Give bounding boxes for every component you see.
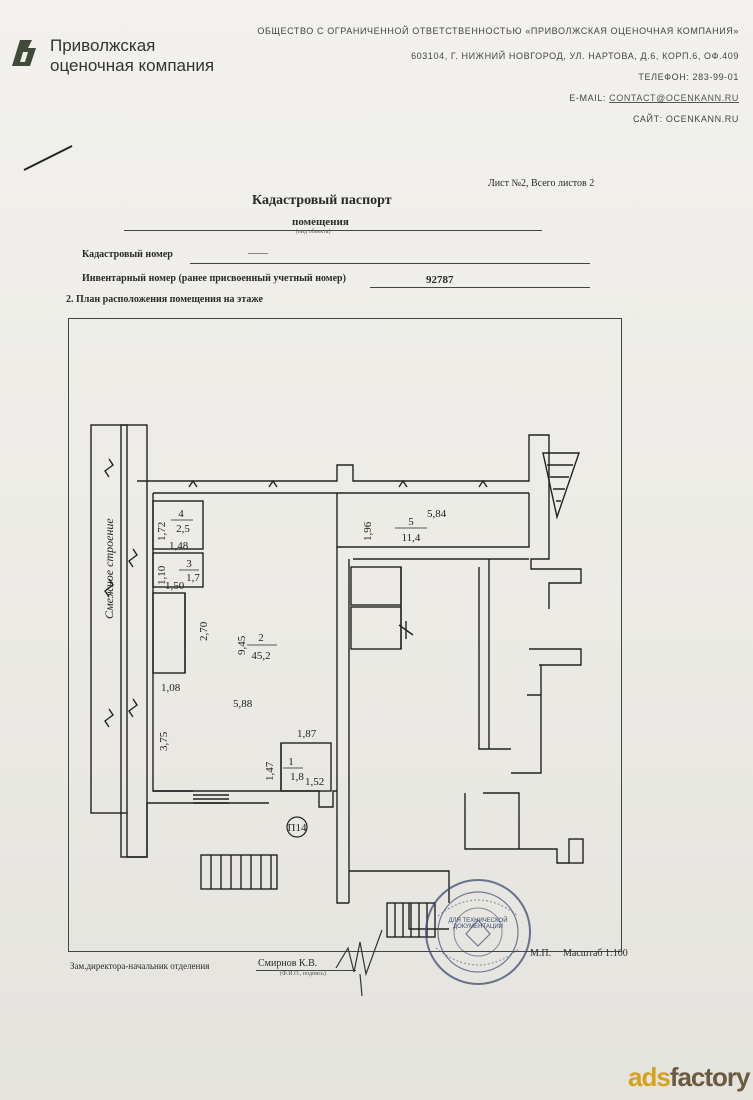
room-4-number: 4 (178, 508, 184, 520)
room-2-area: 45,2 (251, 650, 270, 662)
dim-1-08: 1,08 (161, 682, 181, 694)
room-3-outline (152, 552, 204, 588)
dim-5-88: 5,88 (233, 698, 253, 710)
dim-2-70: 2,70 (198, 621, 210, 641)
company-site: сайт: ocenkann.ru (633, 114, 739, 124)
stairs-southwest (200, 854, 278, 890)
dim-1-96: 1,96 (362, 521, 374, 541)
logo-line-2: оценочная компания (50, 56, 215, 75)
inventory-value: 92787 (426, 274, 454, 286)
company-name: Общество с ограниченной ответственностью… (257, 26, 739, 36)
subtitle-hint: (вид объекта) (296, 229, 331, 235)
adjacent-building (90, 424, 128, 814)
adjacent-building-label: Смежное строение (102, 518, 116, 619)
watermark-part-2: factory (669, 1062, 751, 1092)
room-4-outline (152, 500, 204, 550)
signatory-position: Зам.директора-начальник отделения (70, 961, 210, 971)
dim-5-84: 5,84 (427, 508, 447, 520)
dim-1-10: 1,10 (156, 565, 168, 585)
west-wall (120, 424, 148, 858)
dim-1-47: 1,47 (264, 761, 276, 781)
section-heading: 2. План расположения помещения на этаже (66, 294, 263, 305)
company-email: e-mail: contact@ocenkann.ru (569, 93, 739, 103)
dim-9-45: 9,45 (236, 635, 248, 655)
dim-3-75: 3,75 (158, 731, 170, 751)
inventory-line (370, 287, 590, 288)
company-phone: телефон: 283-99-01 (638, 72, 739, 82)
signature-line (256, 970, 356, 971)
room-1-number: 1 (288, 756, 294, 768)
email-label: e-mail: (569, 93, 607, 103)
floor-plan: П14 Смежное строение 4 2,5 3 1,7 2 45,2 … (68, 318, 622, 952)
company-address: 603104, г. Нижний Новгород, ул. Нартова,… (411, 51, 739, 61)
passport-title: Кадастровый паспорт (252, 193, 392, 208)
dim-1-52: 1,52 (305, 776, 324, 788)
email-link[interactable]: contact@ocenkann.ru (609, 93, 739, 103)
dim-1-48: 1,48 (169, 540, 189, 552)
pen-mark (23, 145, 73, 171)
seal-stamp (425, 879, 531, 985)
logo-icon (12, 40, 36, 66)
room-2-number: 2 (258, 632, 264, 644)
signatory-name: Смирнов К.В. (258, 958, 318, 969)
sheet-info: Лист №2, Всего листов 2 (488, 178, 595, 189)
logo-text: Приволжская оценочная компания (50, 36, 214, 76)
room-5-number: 5 (408, 516, 414, 528)
passport-subtitle: помещения (292, 216, 349, 228)
logo-line-1: Приволжская (50, 36, 156, 55)
room-5-area: 11,4 (402, 532, 421, 544)
room-3-area: 1,7 (186, 572, 200, 584)
inventory-label: Инвентарный номер (ранее присвоенный уче… (82, 273, 346, 284)
room-1-area: 1,8 (290, 771, 304, 783)
dim-1-50: 1,50 (165, 580, 185, 592)
cadastral-value: —— (248, 248, 268, 259)
signature-mark (335, 929, 383, 997)
watermark: adsfactory (628, 1062, 751, 1093)
dim-1-72: 1,72 (156, 522, 168, 541)
stairwell-marker (286, 816, 308, 838)
closet-outline (152, 592, 186, 674)
title-underline (124, 230, 542, 231)
dim-1-87: 1,87 (297, 728, 317, 740)
stamp-text: для технической документации (448, 918, 508, 930)
room-4-area: 2,5 (176, 523, 190, 535)
room-3-number: 3 (186, 558, 192, 570)
cadastral-label: Кадастровый номер (82, 249, 173, 260)
signatory-hint: (Ф.И.О., подпись) (280, 971, 326, 977)
stairwell-label: П14 (288, 822, 307, 834)
scale-label: Масштаб 1:100 (563, 948, 628, 959)
cadastral-line (190, 263, 590, 264)
watermark-part-1: ads (628, 1062, 671, 1092)
outer-wall (137, 434, 582, 609)
stamp-place-label: М.П. (530, 948, 552, 959)
floor-plan-drawing: П14 Смежное строение 4 2,5 3 1,7 2 45,2 … (90, 424, 584, 938)
